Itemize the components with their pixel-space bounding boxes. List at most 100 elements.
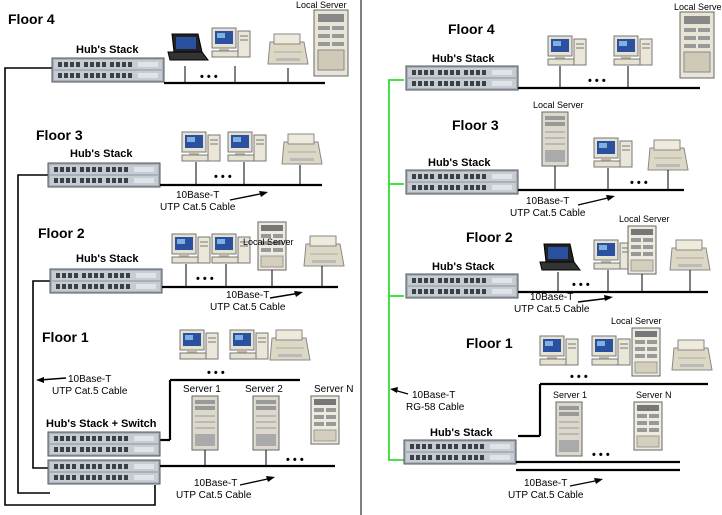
floor-label: Floor 2	[38, 225, 85, 241]
arrow-head	[606, 195, 615, 201]
hub-switch-label: Hub's Stack + Switch	[46, 418, 157, 430]
hub-stack	[405, 169, 519, 195]
floor-label: Floor 1	[42, 329, 89, 345]
ellipsis: • • •	[592, 449, 610, 461]
printer-icon	[647, 139, 689, 171]
workstation-icon	[211, 27, 251, 58]
local-server-label: Local Server	[296, 0, 347, 10]
hub-label: Hub's Stack	[432, 261, 495, 273]
rg58-label: RG-58 Cable	[406, 402, 465, 413]
cable-label: UTP Cat.5 Cable	[160, 202, 236, 213]
cable-label: UTP Cat.5 Cable	[210, 302, 286, 313]
hub-label: Hub's Stack	[432, 53, 495, 65]
hub-label: Hub's Stack	[70, 148, 133, 160]
arrow	[229, 192, 266, 201]
local-server-label: Local Server	[674, 2, 722, 12]
server-label: Server 2	[245, 384, 283, 395]
cable-label: UTP Cat.5 Cable	[510, 208, 586, 219]
cable-label: 10Base-T	[524, 478, 567, 489]
server-label: Server 1	[553, 390, 587, 400]
arrow	[577, 196, 613, 206]
ellipsis: • • •	[286, 454, 304, 466]
left-backbone-cable-3	[32, 280, 50, 469]
cable-label: UTP Cat.5 Cable	[514, 304, 590, 315]
workstation-icon	[593, 239, 633, 270]
local-server-icon	[679, 11, 715, 79]
cable-label: UTP Cat.5 Cable	[52, 386, 128, 397]
cable-label: 10Base-T	[176, 190, 219, 201]
local-server-icon	[631, 327, 661, 377]
local-server-icon	[313, 9, 349, 77]
arrow	[39, 377, 67, 381]
hub-stack	[403, 439, 517, 465]
local-server-label: Local Server	[243, 237, 294, 247]
arrow-head	[390, 387, 398, 393]
workstation-icon	[539, 335, 579, 366]
workstation-icon	[547, 35, 587, 66]
ellipsis: • • •	[572, 279, 590, 291]
ellipsis: • • •	[570, 371, 588, 383]
hub-stack	[49, 268, 163, 294]
right-backbone-cable	[388, 79, 404, 461]
switch	[47, 459, 161, 485]
server-tower-icon	[252, 395, 280, 451]
cable-label: 10Base-T	[194, 478, 237, 489]
ellipsis: • • •	[200, 71, 218, 83]
local-server-label: Local Server	[619, 214, 670, 224]
server-label: Server 1	[183, 384, 221, 395]
hub-label: Hub's Stack	[76, 44, 139, 56]
cable-label: 10Base-T	[530, 292, 573, 303]
arrow-head	[36, 377, 44, 383]
laptop-icon	[167, 33, 209, 61]
local-server-label: Local Server	[533, 100, 584, 110]
printer-icon	[669, 239, 711, 271]
ellipsis: • • •	[196, 273, 214, 285]
workstation-icon	[591, 335, 631, 366]
arrow-head	[604, 295, 613, 301]
cable-label: 10Base-T	[68, 374, 111, 385]
hub-stack	[405, 65, 519, 91]
server-tower-icon	[191, 395, 219, 451]
floor-label: Floor 3	[36, 127, 83, 143]
printer-icon	[303, 235, 345, 267]
local-server-icon	[627, 225, 657, 275]
hub-label: Hub's Stack	[428, 157, 491, 169]
rg58-label: 10Base-T	[412, 390, 455, 401]
cable-label: UTP Cat.5 Cable	[176, 490, 252, 501]
printer-icon	[269, 329, 311, 361]
hub-stack	[405, 273, 519, 299]
hub-label: Hub's Stack	[430, 427, 493, 439]
ellipsis: • • •	[630, 177, 648, 189]
hub-label: Hub's Stack	[76, 253, 139, 265]
hub-stack	[51, 57, 165, 83]
workstation-icon	[613, 35, 653, 66]
printer-icon	[671, 339, 713, 371]
server-cabinet-icon	[633, 401, 663, 451]
arrow-head	[594, 478, 603, 484]
cable-label: 10Base-T	[526, 196, 569, 207]
laptop-icon	[539, 243, 581, 271]
arrow-head	[266, 476, 275, 482]
workstation-icon	[171, 233, 211, 264]
workstation-icon	[181, 131, 221, 162]
workstation-icon	[227, 131, 267, 162]
printer-icon	[281, 133, 323, 165]
ellipsis: • • •	[207, 367, 225, 379]
hub-stack	[47, 431, 161, 457]
workstation-icon	[593, 137, 633, 168]
server-cabinet-icon	[310, 395, 340, 445]
cable-label: 10Base-T	[226, 290, 269, 301]
local-server-icon	[541, 111, 569, 167]
floor-label: Floor 2	[466, 229, 513, 245]
floor-label: Floor 4	[8, 11, 55, 27]
printer-icon	[267, 33, 309, 65]
hub-stack	[47, 162, 161, 188]
local-server-label: Local Server	[611, 316, 662, 326]
ellipsis: • • •	[214, 171, 232, 183]
floor-label: Floor 3	[452, 117, 499, 133]
workstation-icon	[229, 329, 269, 360]
server-tower-icon	[555, 401, 583, 457]
arrow-head	[294, 291, 303, 297]
floor-label: Floor 1	[466, 335, 513, 351]
